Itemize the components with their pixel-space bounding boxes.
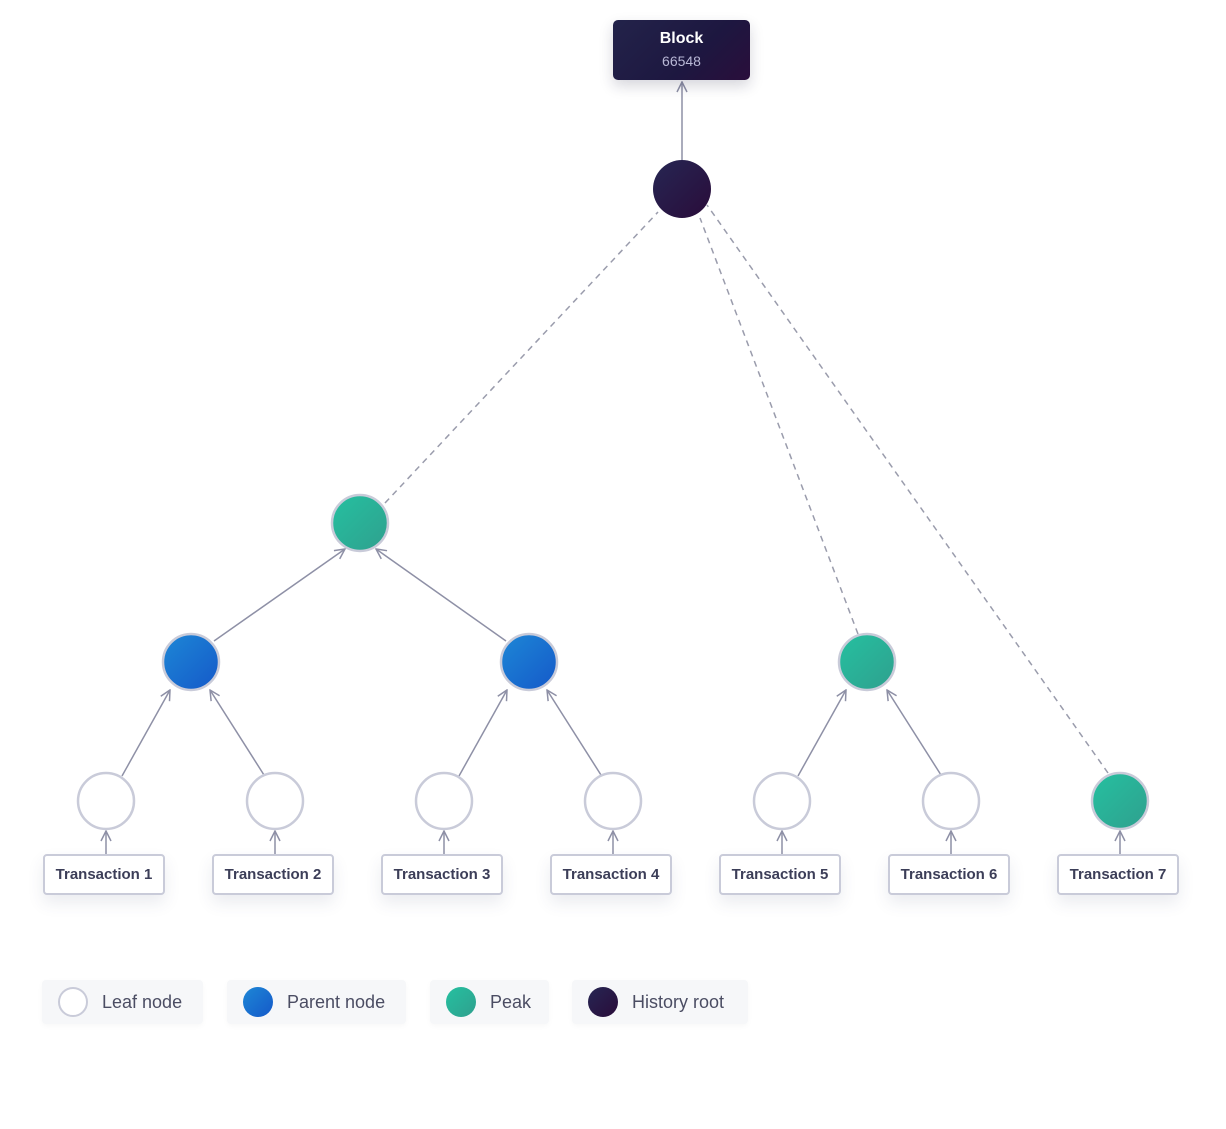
peak-swatch-icon	[446, 987, 476, 1017]
legend-label: Parent node	[287, 991, 386, 1012]
leaf-node	[414, 771, 474, 831]
legend-item-history-root: History root	[572, 980, 748, 1024]
dashed-edge-peak2-root	[699, 217, 859, 635]
legend: Leaf node Parent node Peak History root	[0, 980, 1226, 1026]
legend-item-peak: Peak	[430, 980, 549, 1024]
parent-node-swatch-icon	[243, 987, 273, 1017]
transaction-box: Transaction 5	[719, 854, 841, 895]
peak-node	[837, 632, 897, 692]
leaf-node-swatch-icon	[58, 987, 88, 1017]
leaf-node	[245, 771, 305, 831]
legend-item-leaf: Leaf node	[42, 980, 203, 1024]
edge-parent1-peak1	[213, 549, 345, 642]
peak-node	[1090, 771, 1150, 831]
edge-parent2-peak1	[376, 549, 507, 642]
block-height: 66548	[662, 53, 701, 69]
edge-leaf2-parent1	[210, 690, 265, 776]
parent-node	[161, 632, 221, 692]
history-root-node	[653, 160, 711, 218]
dashed-edge-peak1-root	[384, 211, 659, 504]
edge-leaf4-parent2	[547, 690, 602, 776]
edge-leaf1-parent1	[121, 690, 170, 777]
transaction-box: Transaction 3	[381, 854, 503, 895]
block-title: Block	[659, 30, 704, 47]
transaction-box: Transaction 4	[550, 854, 672, 895]
parent-node	[499, 632, 559, 692]
edge-leaf5-peak2	[797, 690, 846, 777]
leaf-node	[76, 771, 136, 831]
edge-leaf3-parent2	[458, 690, 507, 777]
block-card: Block 66548	[613, 20, 750, 80]
transaction-box: Transaction 1	[43, 854, 165, 895]
transaction-box: Transaction 7	[1057, 854, 1179, 895]
legend-label: History root	[632, 991, 725, 1012]
history-root-swatch-icon	[588, 987, 618, 1017]
edge-leaf6-peak2	[887, 690, 942, 776]
dashed-edge-peak3-root	[706, 204, 1109, 774]
leaf-node	[583, 771, 643, 831]
transaction-box: Transaction 2	[212, 854, 334, 895]
legend-item-parent: Parent node	[227, 980, 406, 1024]
leaf-node	[752, 771, 812, 831]
peak-node	[330, 493, 390, 553]
legend-label: Leaf node	[102, 991, 183, 1012]
transaction-box: Transaction 6	[888, 854, 1010, 895]
leaf-node	[921, 771, 981, 831]
legend-label: Peak	[490, 991, 532, 1012]
